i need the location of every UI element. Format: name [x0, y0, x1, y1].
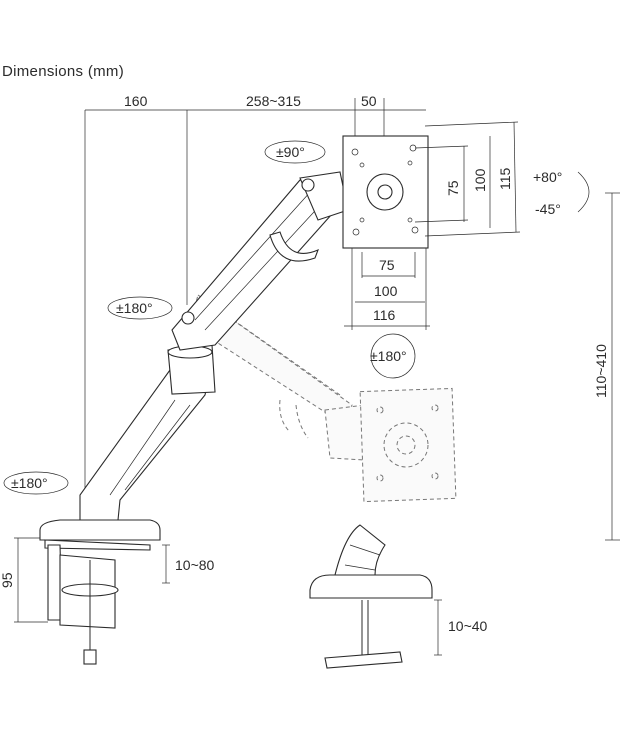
rotation-base: ±180° — [3, 471, 69, 495]
clamp-range-label: 10~80 — [175, 557, 215, 573]
rotation-base-label: ±180° — [11, 475, 48, 491]
tilt-down-label: -45° — [535, 201, 561, 217]
rotation-top-label: ±90° — [276, 144, 305, 160]
rotation-elbow: ±180° — [107, 296, 173, 320]
desk-clamp: 95 10~80 — [0, 519, 215, 665]
vesa-h-75-label: 75 — [379, 257, 395, 273]
rotation-top: ±90° — [264, 140, 326, 164]
rotate-arrow-icon — [264, 140, 326, 164]
rotation-head: ±180° — [370, 333, 416, 379]
vesa-v-75-label: 75 — [445, 180, 461, 196]
dim-258-315-label: 258~315 — [246, 93, 301, 109]
tilt-up-label: +80° — [533, 169, 562, 185]
height-range-label: 110~410 — [593, 344, 609, 398]
rotation-tilt: +80° -45° — [533, 169, 590, 217]
vesa-dimensions: 75 100 116 75 100 115 — [344, 121, 521, 330]
tilt-arrow-icon — [577, 171, 590, 213]
grommet-range-label: 10~40 — [448, 618, 488, 634]
rotate-arrow-icon — [3, 471, 69, 495]
base-height-label: 95 — [0, 572, 15, 588]
vesa-h-116-label: 116 — [373, 307, 396, 323]
dim-160-label: 160 — [124, 93, 148, 109]
vesa-v-100-label: 100 — [472, 168, 488, 192]
rotate-arrow-icon — [107, 296, 173, 320]
diagram-title: Dimensions (mm) — [2, 63, 125, 80]
dim-50-label: 50 — [361, 93, 377, 109]
rotation-head-label: ±180° — [370, 348, 407, 364]
top-dimensions: 160 258~315 50 — [84, 93, 426, 520]
rotate-arrow-icon — [370, 333, 416, 379]
grommet-mount: 10~40 — [309, 524, 488, 669]
height-dimension: 110~410 — [593, 192, 620, 541]
monitor-arm — [79, 135, 429, 521]
rotation-elbow-label: ±180° — [116, 300, 153, 316]
vesa-v-115-label: 115 — [497, 167, 513, 190]
vesa-h-100-label: 100 — [374, 283, 398, 299]
